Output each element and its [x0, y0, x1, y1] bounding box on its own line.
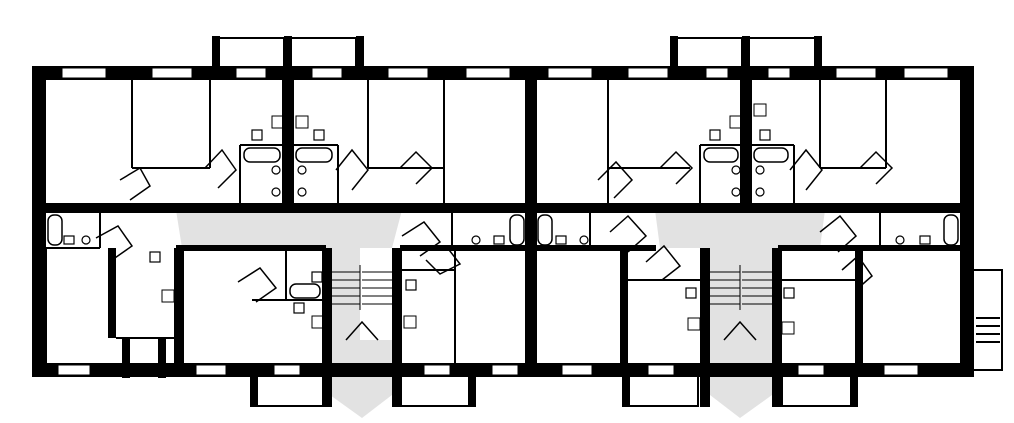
sink-icon — [149, 251, 161, 263]
sink-icon — [63, 235, 75, 245]
sink-icon — [919, 235, 931, 245]
toilet-icon — [81, 235, 91, 245]
entry-vestibule-left — [330, 340, 392, 418]
sink-icon — [685, 287, 697, 299]
sink-icon — [555, 235, 567, 245]
entry-vestibule-right — [710, 340, 772, 418]
toilet-icon — [297, 165, 307, 175]
stove-icon — [161, 289, 175, 303]
bathtub-icon — [753, 147, 789, 163]
stove-icon — [753, 103, 767, 117]
toilet-icon — [895, 235, 905, 245]
bathtub-icon — [703, 147, 739, 163]
balcony-bottom-3 — [627, 375, 699, 407]
balcony-bottom-1 — [255, 375, 327, 407]
toilet-icon — [579, 235, 589, 245]
stove-icon — [403, 315, 417, 329]
bathtub-icon — [243, 147, 281, 163]
stove-icon — [781, 321, 795, 335]
bathtub-icon — [509, 214, 525, 246]
sink-icon — [311, 271, 323, 283]
stove-icon — [271, 115, 285, 129]
toilet-icon — [755, 165, 765, 175]
walls — [32, 36, 974, 407]
bathtub-icon — [295, 147, 333, 163]
stoves — [161, 103, 795, 335]
balcony-top-3 — [675, 37, 743, 69]
sink-icon — [709, 129, 721, 141]
stair-hall-left — [176, 210, 402, 375]
sink-icon — [493, 235, 505, 245]
sink-icon — [759, 129, 771, 141]
bathtub-icon — [537, 214, 553, 246]
sink-icon — [783, 287, 795, 299]
stove-icon — [729, 115, 743, 129]
stove-icon — [311, 315, 325, 329]
stairs — [332, 265, 772, 310]
sink-icon — [313, 129, 325, 141]
stove-icon — [295, 115, 309, 129]
sink-icon — [293, 302, 305, 314]
windows — [57, 67, 949, 376]
toilet-icon — [731, 165, 741, 175]
doors — [95, 148, 894, 341]
toilet-icon — [755, 187, 765, 197]
balcony-top-2 — [289, 37, 357, 69]
toilet-icon — [271, 165, 281, 175]
toilet-icon — [271, 187, 281, 197]
sink-icon — [251, 129, 263, 141]
toilet-icon — [731, 187, 741, 197]
bathtub-icon — [289, 283, 321, 299]
partitions — [45, 80, 887, 363]
toilet-icon — [297, 187, 307, 197]
bathtubs — [47, 147, 959, 299]
balcony-bottom-2 — [397, 375, 471, 407]
toilet-icon — [471, 235, 481, 245]
side-stair-box — [971, 269, 1003, 371]
balcony-top-4 — [747, 37, 817, 69]
balcony-top-1 — [217, 37, 285, 69]
bathtub-icon — [47, 214, 63, 246]
common-areas — [176, 210, 825, 418]
bathtub-icon — [943, 214, 959, 246]
fixtures — [63, 129, 931, 314]
sink-icon — [405, 279, 417, 291]
stove-icon — [687, 317, 701, 331]
balcony-bottom-4 — [781, 375, 853, 407]
